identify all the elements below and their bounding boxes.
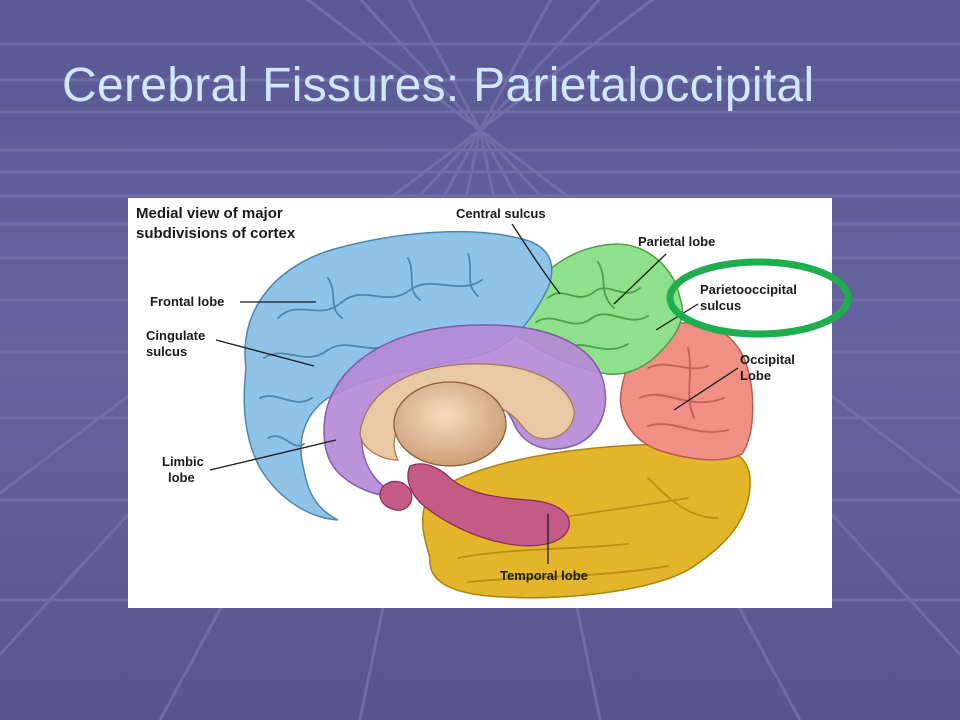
label-occipital-1: Occipital — [740, 352, 795, 367]
label-parietal-lobe: Parietal lobe — [638, 234, 715, 249]
corpus-callosum-region — [359, 363, 575, 461]
label-central-sulcus: Central sulcus — [456, 206, 546, 221]
temporal-lobe-region — [421, 443, 751, 599]
brain-figure: Medial view of major subdivisions of cor… — [128, 198, 832, 608]
brain-diagram: Medial view of major subdivisions of cor… — [136, 205, 797, 599]
label-cingulate-1: Cingulate — [146, 328, 205, 343]
thalamus-region — [393, 381, 507, 467]
leader-cingulate — [215, 339, 315, 367]
label-occipital-2: Lobe — [740, 368, 771, 383]
label-limbic-1: Limbic — [162, 454, 204, 469]
caption-line-2: subdivisions of cortex — [136, 225, 296, 242]
leader-occipital — [673, 367, 739, 411]
label-temporal-lobe: Temporal lobe — [500, 568, 588, 583]
label-parietooccipital-1: Parietooccipital — [700, 282, 797, 297]
leader-parietal-lobe — [613, 253, 667, 305]
brainstem-region — [407, 463, 570, 547]
label-limbic-2: lobe — [168, 470, 195, 485]
label-cingulate-2: sulcus — [146, 344, 187, 359]
label-frontal-lobe: Frontal lobe — [150, 294, 224, 309]
caption-line-1: Medial view of major — [136, 205, 283, 222]
slide-title: Cerebral Fissures: Parietaloccipital — [62, 59, 815, 112]
leader-central-sulcus — [511, 223, 561, 295]
label-parietooccipital-2: sulcus — [700, 298, 741, 313]
leader-limbic — [209, 439, 337, 471]
